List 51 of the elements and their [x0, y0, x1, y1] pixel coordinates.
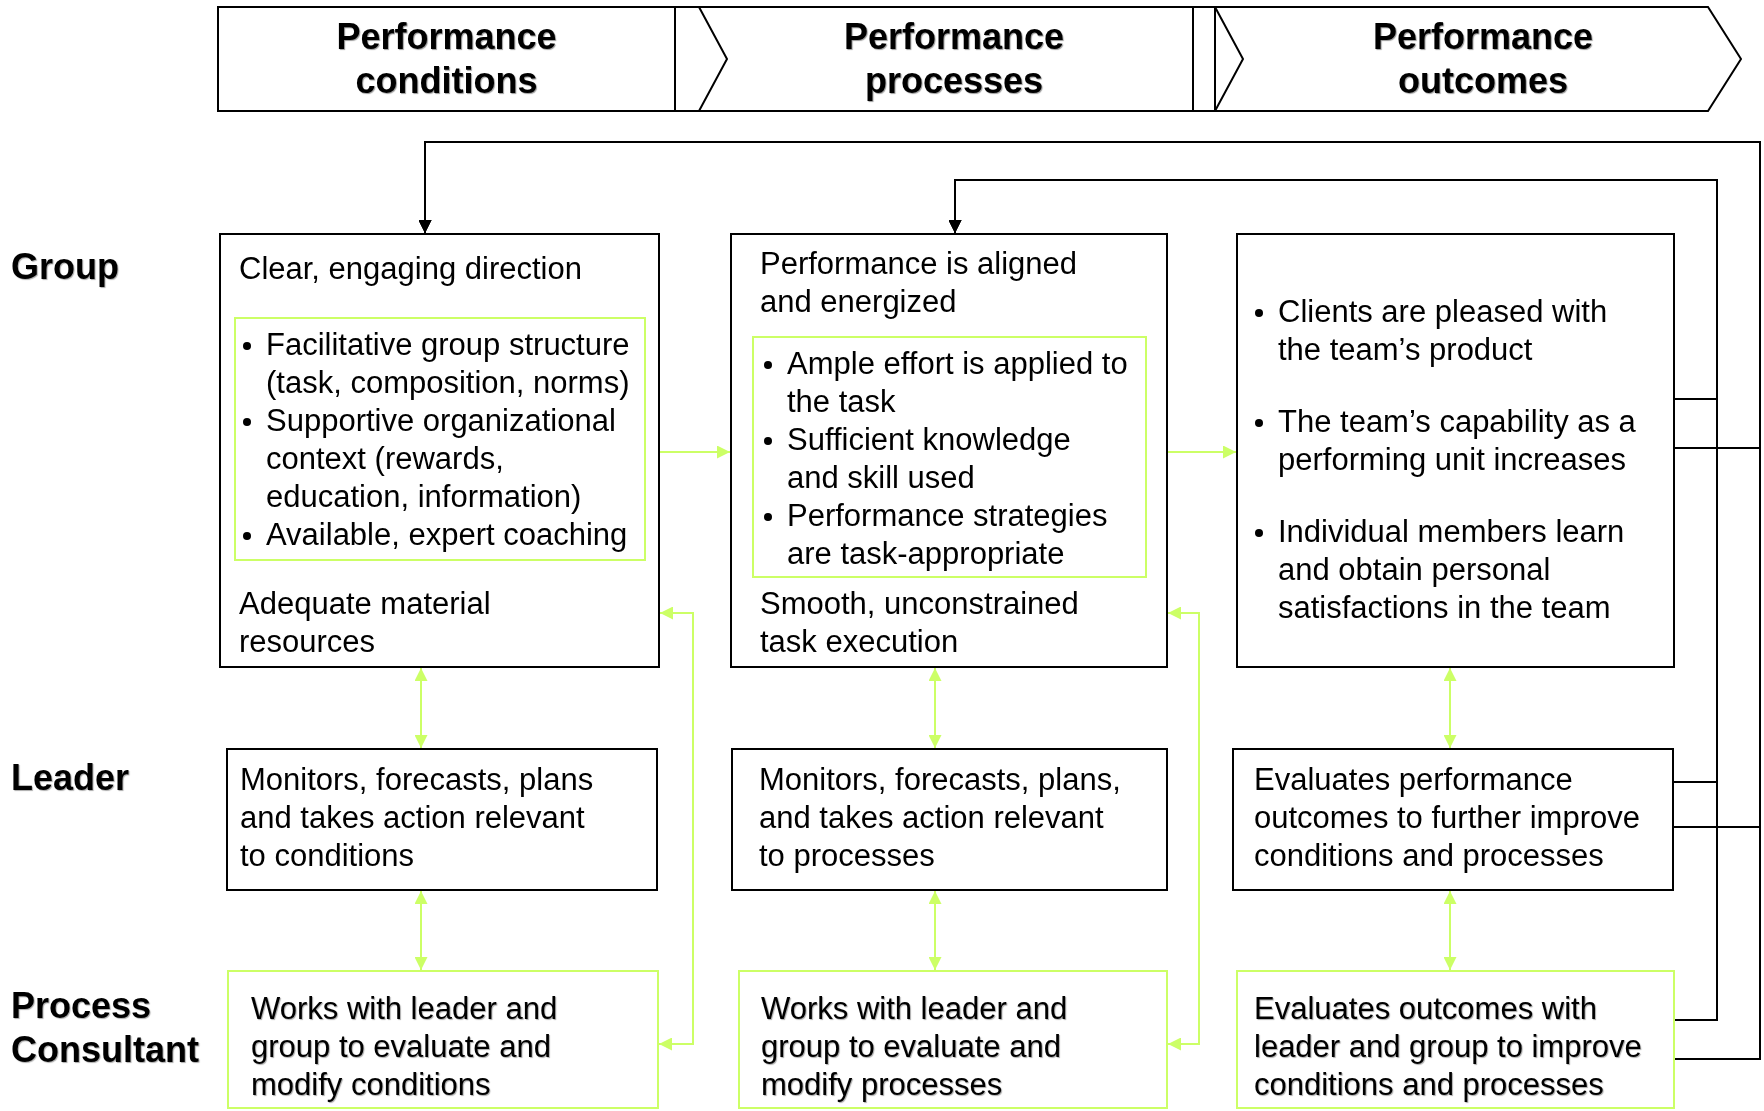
- box-text: Clear, engaging direction: [239, 250, 583, 288]
- process-box: [1232, 748, 1674, 891]
- process-box: [730, 233, 1168, 668]
- box-text: Performance is aligned and energized: [760, 245, 1079, 321]
- box-text: Monitors, forecasts, plans and takes action relevant to conditions: [240, 761, 595, 875]
- arrow: [1443, 890, 1457, 971]
- arrow: [948, 179, 1718, 1021]
- arrow: [418, 141, 1761, 1060]
- row-label: Group: [11, 245, 120, 289]
- box-text: Monitors, forecasts, plans, and takes action relevant to processes: [759, 761, 1122, 875]
- bullet-text: Facilitative group structure (task, composition, norms): [266, 327, 630, 400]
- stage-title: Performance conditions: [335, 15, 558, 103]
- bullet-text: The team’s capability as a performing unit increases: [1278, 404, 1636, 477]
- bullet-text: Individual members learn and obtain personal satisfactions in the team: [1278, 514, 1625, 625]
- stage-title: Performance processes: [842, 15, 1066, 103]
- stage-header: [675, 7, 1193, 111]
- bullet-text: Performance strategies are task-appropriate: [787, 498, 1108, 571]
- arrow: [659, 445, 731, 459]
- process-box: [1236, 233, 1675, 668]
- arrow: [1167, 606, 1200, 1051]
- box-text: Works with leader and group to evaluate and modify conditions: [251, 990, 559, 1104]
- arrow: [414, 667, 428, 749]
- arrow: [928, 667, 942, 749]
- bullet-text: Ample effort is applied to the task: [787, 346, 1128, 419]
- highlight-box: [227, 970, 659, 1109]
- bullet-text: Supportive organizational context (rewards, education, information): [266, 403, 616, 514]
- box-text: Evaluates performance outcomes to further improve conditions and processes: [1254, 761, 1641, 875]
- row-label: Process Consultant: [11, 984, 200, 1072]
- box-text: Smooth, unconstrained task execution: [760, 585, 1080, 661]
- row-label: Leader: [11, 756, 131, 800]
- process-box: [731, 748, 1168, 891]
- stage-header: [1193, 7, 1743, 111]
- arrow: [1443, 667, 1457, 749]
- arrow: [658, 606, 694, 1051]
- highlight-box: [752, 336, 1147, 578]
- arrow: [1167, 445, 1237, 459]
- arrow: [414, 890, 428, 971]
- process-box: [226, 748, 658, 891]
- bullet-text: Sufficient knowledge and skill used: [787, 422, 1071, 495]
- arrow: [928, 890, 942, 971]
- box-text: Works with leader and group to evaluate and modify processes: [761, 990, 1069, 1104]
- highlight-box: [738, 970, 1168, 1109]
- process-box: [219, 233, 660, 668]
- stage-title: Performance outcomes: [1371, 15, 1595, 103]
- stage-header: [218, 7, 675, 111]
- bullet-text: Available, expert coaching: [266, 517, 628, 552]
- bullet-text: Clients are pleased with the team’s product: [1278, 294, 1608, 367]
- box-text: Evaluates outcomes with leader and group to improve conditions and processes: [1254, 990, 1643, 1104]
- highlight-box: [1236, 970, 1675, 1109]
- box-text: Adequate material resources: [239, 585, 492, 661]
- highlight-box: [234, 317, 646, 561]
